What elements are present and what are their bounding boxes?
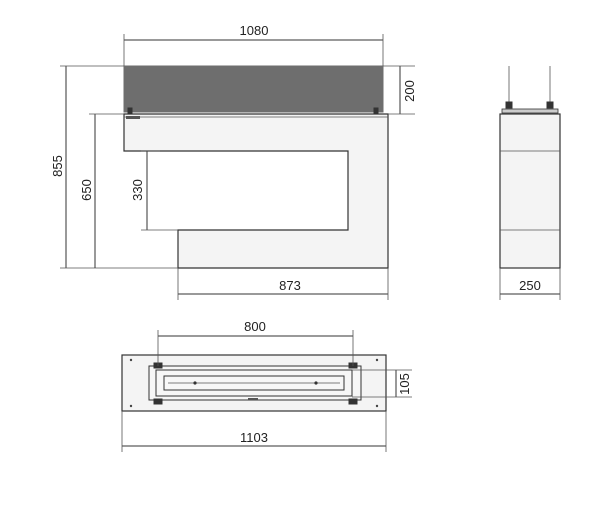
bolt-br: [348, 398, 358, 405]
bolt-bl: [153, 398, 163, 405]
fitting-left: [127, 107, 133, 114]
burner-slot: [163, 375, 345, 391]
hanger-clamp-left: [505, 101, 513, 109]
burner-frame: [155, 369, 353, 397]
dim-label-200: 200: [402, 80, 417, 102]
side-top-plate: [501, 108, 559, 114]
fireplace-body: [123, 113, 389, 269]
dim-label-873: 873: [279, 278, 301, 293]
plate-screw: [129, 404, 133, 408]
hanger-clamp-right: [546, 101, 554, 109]
dim-label-650: 650: [79, 179, 94, 201]
plate-screw: [375, 358, 379, 362]
plate-screw: [375, 404, 379, 408]
logo-mark: [126, 116, 140, 119]
dim-label-250: 250: [519, 278, 541, 293]
burner-screw-left: [193, 381, 197, 385]
logo-mark-top: [248, 398, 258, 400]
dim-label-1080: 1080: [240, 23, 269, 38]
side-body: [499, 113, 561, 269]
dim-label-1103: 1103: [240, 430, 268, 445]
dim-label-105: 105: [397, 373, 412, 395]
burner-screw-right: [314, 381, 318, 385]
dim-label-800: 800: [244, 319, 266, 334]
plate-screw: [129, 358, 133, 362]
side-view: 250: [499, 66, 561, 300]
front-view: 1080 200 855 650 330 873: [50, 23, 417, 300]
dim-label-330: 330: [130, 179, 145, 201]
glass-panel: [123, 65, 384, 113]
fitting-right: [373, 107, 379, 114]
top-view: 800 105 1103: [121, 319, 412, 452]
dim-label-855: 855: [50, 155, 65, 177]
